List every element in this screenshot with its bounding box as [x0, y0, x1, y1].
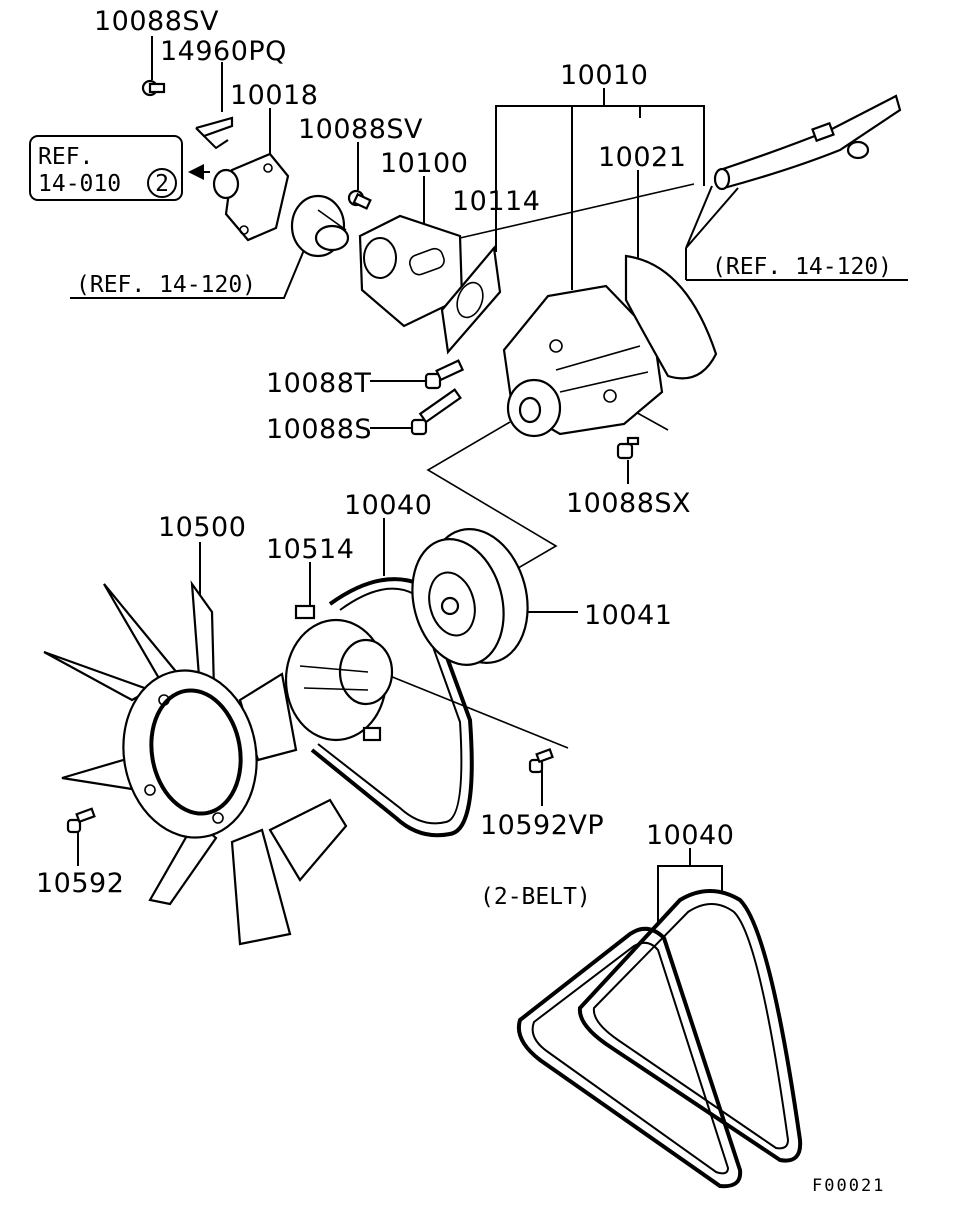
- two-belt-note: (2-BELT): [480, 884, 591, 910]
- callout-10114: 10114: [452, 186, 540, 217]
- callout-10592: 10592: [36, 868, 124, 899]
- callout-10088sv-top: 10088SV: [94, 6, 219, 37]
- bolt-10088sv-mid: [347, 189, 372, 210]
- bolt-10088t: [424, 359, 465, 390]
- reference-box: REF. 14-010 2: [29, 135, 183, 201]
- callout-14960pq: 14960PQ: [160, 36, 287, 67]
- thermostat: [290, 194, 350, 258]
- water-pipe: [713, 94, 902, 191]
- belt-set-10040: [517, 889, 803, 1189]
- gasket-10114: [440, 245, 502, 355]
- callout-10010: 10010: [560, 60, 648, 91]
- pipe-ref-note: (REF. 14-120): [712, 254, 892, 280]
- callout-10500: 10500: [158, 512, 246, 543]
- pulley-10041: [411, 528, 529, 666]
- cooling-fan-10500: [43, 580, 348, 946]
- ref-box-line1: REF.: [38, 144, 93, 170]
- clip-14960pq: [195, 116, 234, 150]
- callout-10592vp: 10592VP: [480, 810, 604, 841]
- callout-10100: 10100: [380, 148, 468, 179]
- callout-10040-main: 10040: [344, 490, 432, 521]
- bolt-10592vp: [528, 748, 554, 774]
- ref-box-line2: 14-010: [38, 171, 121, 197]
- callout-10088sv-mid: 10088SV: [298, 114, 423, 145]
- callout-10088s: 10088S: [266, 414, 372, 445]
- figure-code: F00021: [812, 1176, 885, 1196]
- water-outlet-10018: [188, 152, 290, 242]
- gasket-10021: [624, 254, 718, 380]
- callout-10088sx: 10088SX: [566, 488, 691, 519]
- ref-circle: [147, 168, 177, 198]
- belt-10040-installed: [310, 577, 474, 838]
- thermostat-ref-note: (REF. 14-120): [76, 272, 256, 298]
- bolt-10088sx: [616, 436, 640, 460]
- callout-10088t: 10088T: [266, 368, 371, 399]
- bolt-10088sv-top: [141, 79, 166, 97]
- fan-clutch-10514: [284, 604, 394, 742]
- callout-10021: 10021: [598, 142, 686, 173]
- water-pump-10010: [502, 284, 664, 438]
- callout-10041: 10041: [584, 600, 672, 631]
- callout-labels: 10088SV 14960PQ 10018 10088SV 10100 1001…: [36, 6, 734, 899]
- bolt-10592: [66, 807, 96, 834]
- ref-box-circle-number: 2: [155, 171, 169, 197]
- callout-10018: 10018: [230, 80, 318, 111]
- bolt-10088s: [410, 388, 462, 436]
- callout-10514: 10514: [266, 534, 354, 565]
- reference-notes: (REF. 14-120) (REF. 14-120) (2-BELT) F00…: [76, 254, 892, 1196]
- callout-10040-belt: 10040: [646, 820, 734, 851]
